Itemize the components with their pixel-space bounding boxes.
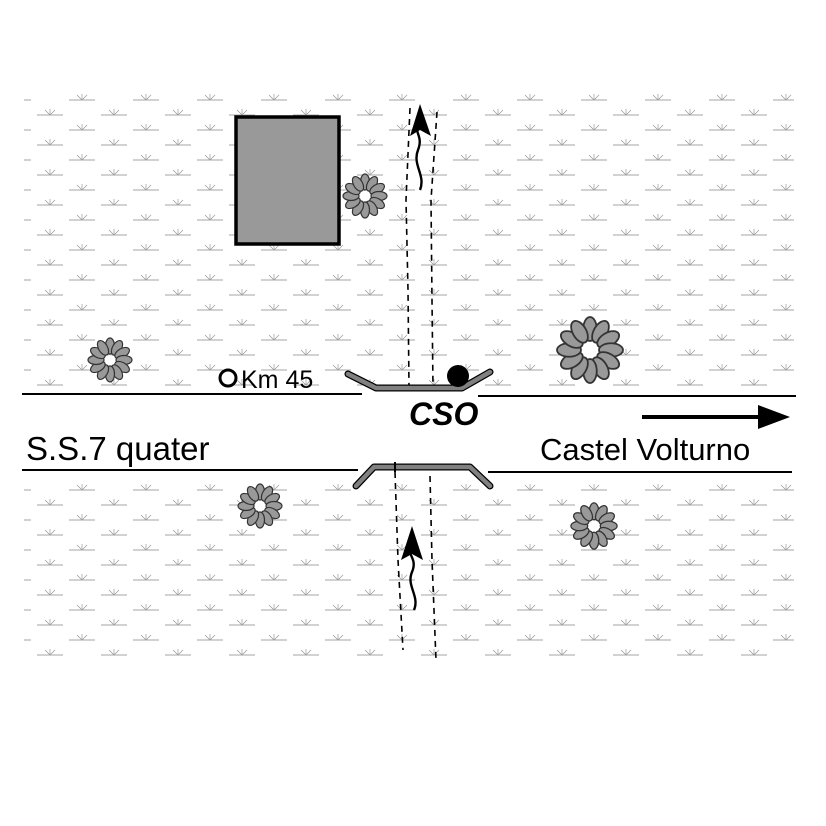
road-name: S.S.7 quater [26,430,209,467]
marsh-area-south [24,476,794,660]
tree-cluster-icon [570,502,618,550]
filled-dot-icon [447,365,469,387]
tree-cluster-icon [556,316,624,384]
road-surface [22,394,796,472]
km-marker-label: Km 45 [241,366,313,394]
marsh-area-north [24,90,794,386]
tree-cluster-icon [87,337,133,383]
wavy-arrow-icon [401,526,423,611]
channel-south [394,471,437,661]
bridge-rail-south [352,462,494,490]
building [234,115,341,246]
direction-label: Castel Volturno [540,432,750,467]
right-arrow-icon [642,405,790,429]
tree-cluster-icon [237,483,283,529]
channel-north [405,107,438,389]
station-label: CSO [409,396,478,432]
wavy-arrow-icon [410,104,431,191]
tree-cluster-icon [342,173,388,219]
circle-outline-icon [218,368,238,388]
bridge-rail-north [344,368,494,392]
